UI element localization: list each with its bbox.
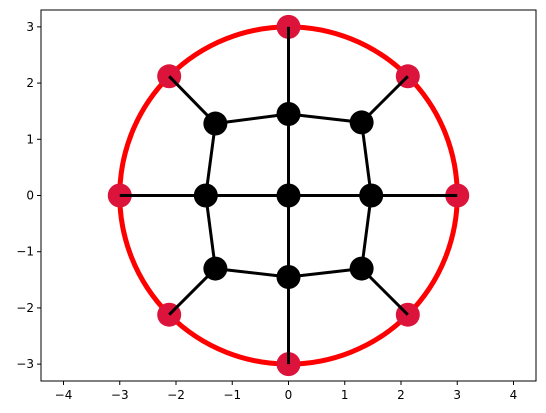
x-tick-label: 2 — [397, 388, 405, 402]
x-tick-label: 1 — [341, 388, 349, 402]
axis-ticks: −4 −3 −2 −1 0 1 2 3 4 −3 −2 −1 0 1 2 3 — [16, 20, 517, 402]
y-tick-label: −1 — [16, 245, 34, 259]
interior-node-8 — [349, 256, 374, 281]
y-tick-label: 0 — [26, 189, 34, 203]
x-tick-label: −4 — [55, 388, 73, 402]
x-tick-label: 3 — [453, 388, 461, 402]
x-tick-label: 0 — [285, 388, 293, 402]
x-tick-label: −2 — [167, 388, 185, 402]
interior-node-5 — [193, 183, 218, 208]
interior-node-4 — [203, 111, 228, 136]
edge-8 — [204, 195, 217, 269]
interior-node-7 — [276, 265, 301, 290]
y-tick-label: −2 — [16, 301, 34, 315]
interior-node-6 — [203, 256, 228, 281]
x-tick-label: −1 — [223, 388, 241, 402]
edge-9 — [215, 267, 289, 279]
interior-node-1 — [359, 183, 384, 208]
x-tick-label: 4 — [510, 388, 518, 402]
interior-node-3 — [276, 101, 301, 126]
edge-7 — [204, 123, 217, 196]
edge-6 — [215, 112, 289, 126]
edge-11 — [360, 195, 373, 269]
y-tick-label: 1 — [26, 132, 34, 146]
interior-node-0 — [276, 183, 301, 208]
y-tick-label: −3 — [16, 357, 34, 371]
edge-10 — [288, 267, 362, 279]
y-tick-label: 2 — [26, 76, 34, 90]
edge-5 — [288, 112, 362, 124]
edge-4 — [360, 122, 373, 196]
plot-marks — [107, 14, 470, 377]
x-tick-label: −3 — [111, 388, 129, 402]
interior-node-2 — [349, 110, 374, 135]
y-tick-label: 3 — [26, 20, 34, 34]
